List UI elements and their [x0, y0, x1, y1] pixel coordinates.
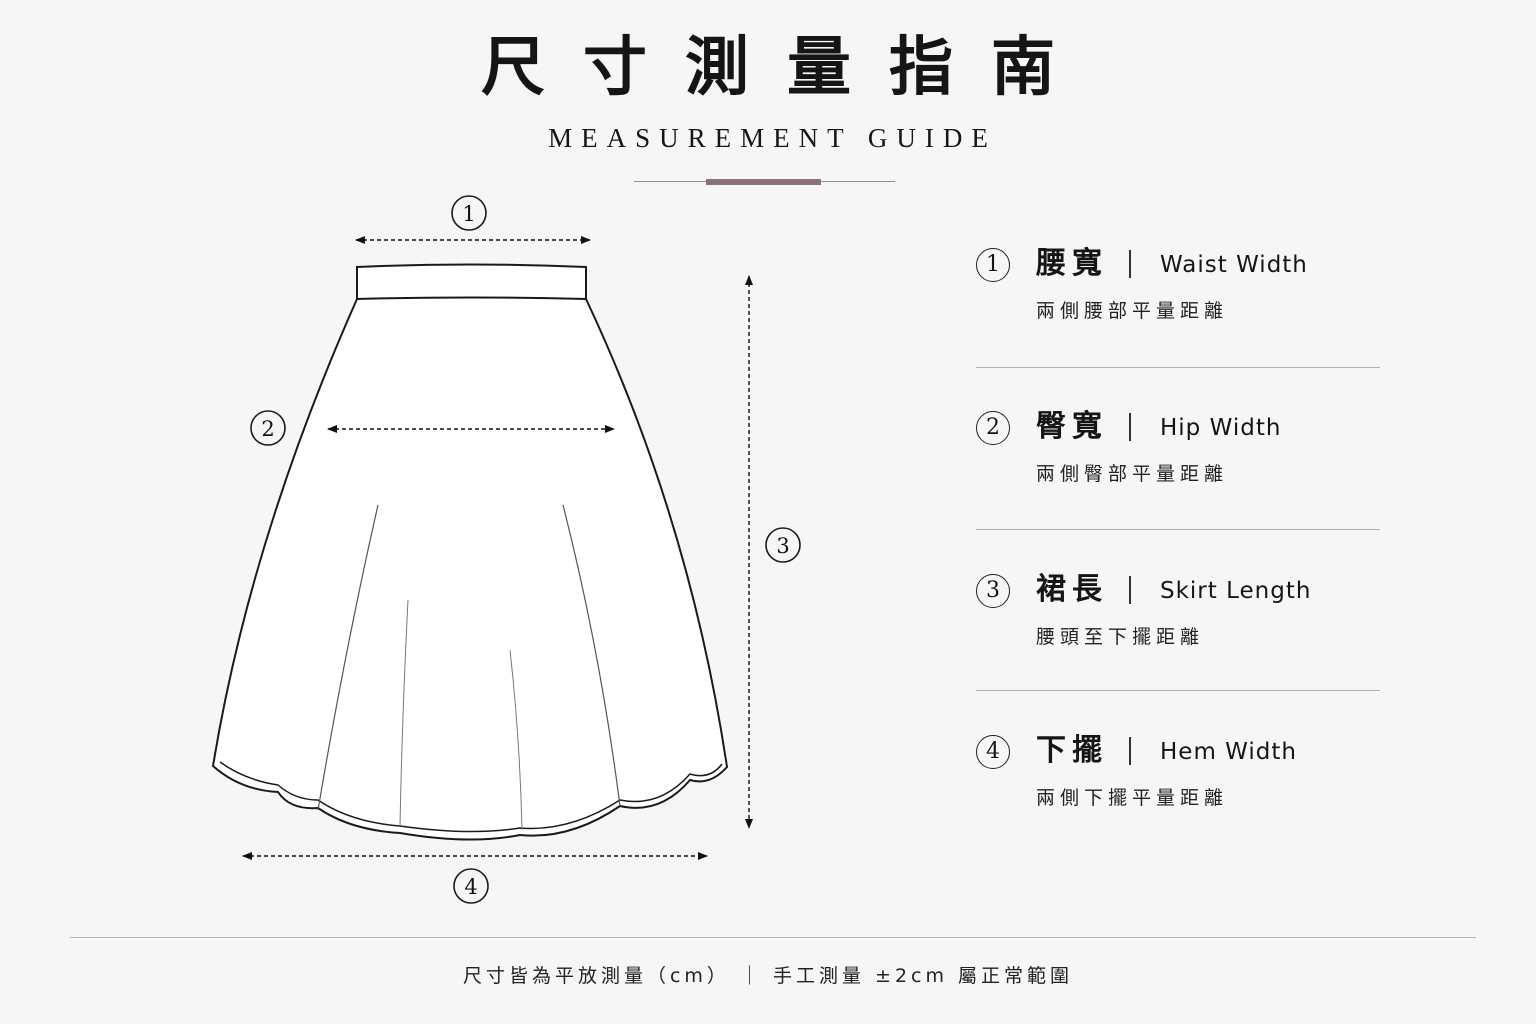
- marker-hip-label: 2: [261, 417, 274, 441]
- legend-description: 兩側下擺平量距離: [1036, 787, 1229, 809]
- page-title: 尺寸測量指南: [481, 30, 1093, 105]
- skirt-fold-line-center-right: [509, 649, 523, 831]
- legend-title-en: Waist Width: [1160, 252, 1308, 278]
- marker-length-label: 3: [776, 534, 789, 558]
- marker-hip: 2: [250, 410, 286, 446]
- legend-number: 3: [976, 574, 1010, 608]
- legend-description: 腰頭至下擺距離: [1036, 626, 1205, 648]
- title-accent-bar: [706, 179, 821, 185]
- legend-item-hip: 2 臀寬 Hip Width 兩側臀部平量距離: [976, 409, 1380, 521]
- legend-title-zh: 腰寬: [1036, 246, 1108, 281]
- legend-description: 兩側腰部平量距離: [1036, 300, 1229, 322]
- legend-divider: [976, 529, 1380, 530]
- marker-hem-label: 4: [464, 875, 477, 899]
- footer-note: 尺寸皆為平放測量（cm） ｜ 手工測量 ±2cm 屬正常範圍: [462, 965, 1074, 987]
- legend-item-hem: 4 下擺 Hem Width 兩側下擺平量距離: [976, 733, 1380, 845]
- legend-number: 2: [976, 411, 1010, 445]
- legend-separator: [1129, 576, 1131, 604]
- legend-item-waist: 1 腰寬 Waist Width 兩側腰部平量距離: [976, 246, 1380, 358]
- legend-number: 1: [976, 248, 1010, 282]
- marker-waist-label: 1: [462, 202, 475, 226]
- legend-title-zh: 臀寬: [1036, 409, 1108, 444]
- legend-title-en: Hip Width: [1160, 415, 1282, 441]
- legend-divider: [976, 690, 1380, 691]
- legend-title-zh: 裙長: [1036, 572, 1108, 607]
- marker-hem: 4: [453, 868, 489, 904]
- skirt-fold-line-right: [562, 504, 621, 807]
- legend-title-zh: 下擺: [1036, 733, 1108, 768]
- legend-title-en: Skirt Length: [1160, 578, 1312, 604]
- legend-number: 4: [976, 735, 1010, 769]
- page-subtitle: MEASUREMENT GUIDE: [548, 123, 997, 153]
- legend-separator: [1129, 250, 1131, 278]
- skirt-fold-line-left: [317, 504, 379, 811]
- footer-divider: [70, 937, 1476, 938]
- legend-separator: [1129, 737, 1131, 765]
- marker-waist: 1: [451, 195, 487, 231]
- legend-divider: [976, 367, 1380, 368]
- legend-separator: [1129, 413, 1131, 441]
- skirt-fold-line-center-left: [399, 599, 409, 827]
- legend-item-length: 3 裙長 Skirt Length 腰頭至下擺距離: [976, 572, 1380, 684]
- legend-description: 兩側臀部平量距離: [1036, 463, 1229, 485]
- skirt-waistband-seam: [356, 296, 587, 300]
- marker-length: 3: [765, 527, 801, 563]
- legend-title-en: Hem Width: [1160, 739, 1297, 765]
- skirt-outline: [211, 263, 729, 841]
- skirt-hem-inner-line: [219, 761, 723, 833]
